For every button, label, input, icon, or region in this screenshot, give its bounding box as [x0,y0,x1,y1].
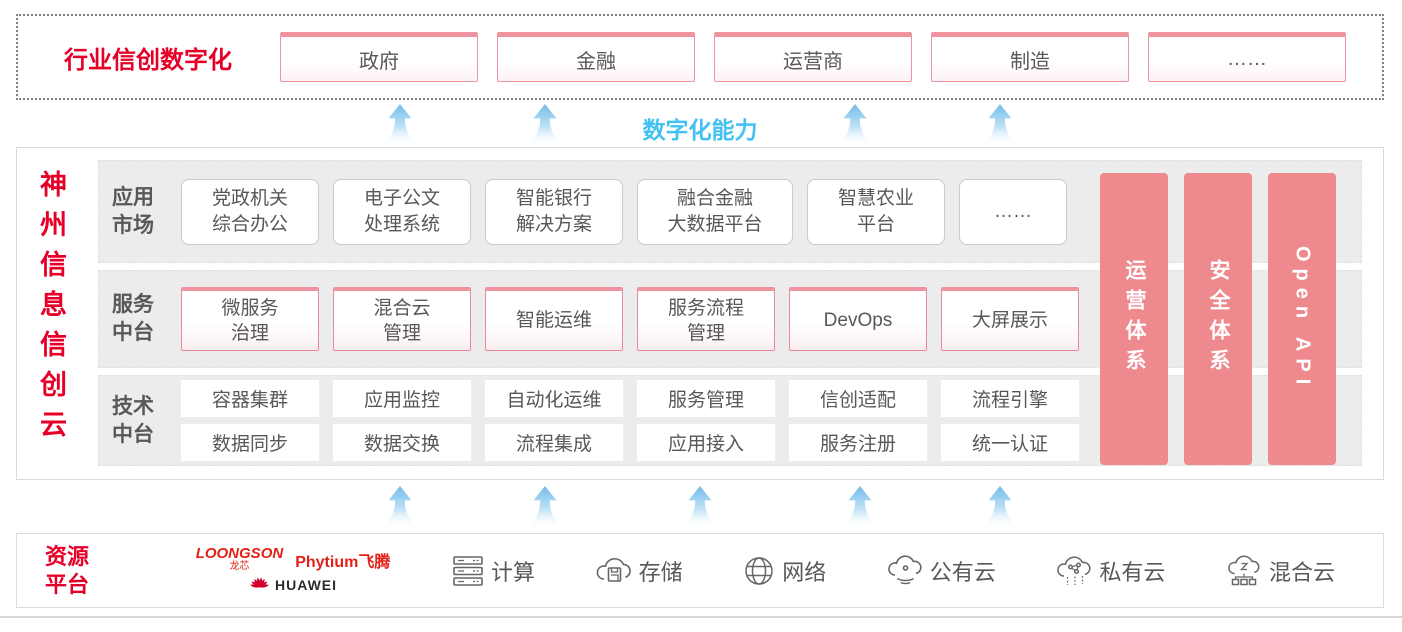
up-arrow-icon [981,104,1019,146]
service-platform-label: 服务 中台 [112,293,154,344]
private-cloud-icon [1057,555,1091,585]
tech-box: 流程引擎 [941,380,1079,417]
app-box: 党政机关 综合办公 [181,178,319,245]
resource-item-storage: 存储 [595,555,683,587]
app-box: 智能银行 解决方案 [485,178,623,245]
service-platform-row: 服务 中台 微服务 治理 混合云 管理 智能运维 服务流程 管理 DevOps … [98,270,1362,368]
vendor-logo-row: LOONGSON 龙芯 Phytium飞腾 [196,546,391,572]
service-platform-items: 微服务 治理 混合云 管理 智能运维 服务流程 管理 DevOps 大屏展示 [181,287,1079,351]
network-globe-icon [745,556,773,585]
tech-platform-label: 技术 中台 [112,394,154,446]
vendor-logos: LOONGSON 龙芯 Phytium飞腾 [187,546,399,596]
service-box: 服务流程 管理 [637,287,775,351]
platform-title: 神州信息信创云 [36,170,66,450]
service-box: 智能运维 [485,287,623,351]
resource-item-private-cloud: 私有云 [1055,555,1165,587]
resource-item-label: 计算 [491,559,536,585]
resource-item-compute: 计算 [451,555,535,587]
app-box: 融合金融 大数据平台 [637,178,793,245]
hybrid-cloud-icon [1228,555,1260,585]
tech-box: 信创适配 [789,380,927,417]
app-box: 智慧农业 平台 [807,178,945,245]
loongson-logo: LOONGSON 龙芯 [196,546,284,572]
up-arrow-icon [381,104,419,146]
resource-item-label: 网络 [782,559,827,585]
loongson-logo-cn: 龙芯 [229,560,250,572]
bottom-divider [0,616,1402,618]
storage-cloud-icon [596,557,631,582]
pillar-operations-system: 运营体系 [1100,173,1168,465]
tech-box: 应用接入 [637,424,775,461]
tech-box: 容器集群 [181,380,319,417]
resource-item-label: 混合云 [1268,559,1335,585]
resource-item-public-cloud: 公有云 [886,554,996,587]
industry-box-operator: 运营商 [714,32,912,82]
app-market-row: 应用 市场 党政机关 综合办公 电子公文 处理系统 智能银行 解决方案 融合金融… [98,160,1362,263]
up-arrow-icon [836,104,874,146]
huawei-logo-text: HUAWEI [275,577,338,593]
pillar-security-system: 安全体系 [1184,173,1252,465]
tech-box: 应用监控 [333,380,471,417]
resource-item-label: 公有云 [929,559,996,585]
resource-item-label: 存储 [638,559,683,585]
compute-server-icon [453,555,483,586]
phytium-logo: Phytium飞腾 [295,553,391,571]
tech-box: 数据同步 [181,424,319,461]
tech-box: 服务管理 [637,380,775,417]
service-box: 混合云 管理 [333,287,471,351]
tech-platform-row: 技术 中台 容器集群 应用监控 自动化运维 服务管理 信创适配 流程引擎 数据同… [98,375,1362,466]
tech-box: 统一认证 [941,424,1079,461]
pillar-open-api: Open API [1268,173,1336,465]
public-cloud-icon [887,554,922,584]
huawei-flower-icon [250,577,269,588]
industry-box-finance: 金融 [497,32,695,82]
tech-box: 数据交换 [333,424,471,461]
tech-platform-items: 容器集群 应用监控 自动化运维 服务管理 信创适配 流程引擎 数据同步 数据交换… [181,380,1079,461]
resource-item-network: 网络 [742,555,826,587]
industry-box-manufacturing: 制造 [931,32,1129,82]
tech-box: 自动化运维 [485,380,623,417]
industry-banner: 行业信创数字化 政府 金融 运营商 制造 …… [16,14,1384,100]
tech-box: 服务注册 [789,424,927,461]
industry-box-list: 政府 金融 运营商 制造 …… [280,32,1346,82]
resource-item-hybrid-cloud: 混合云 [1225,555,1335,587]
resource-item-label: 私有云 [1099,559,1166,585]
service-box: 大屏展示 [941,287,1079,351]
industry-box-more: …… [1148,32,1346,82]
service-box: 微服务 治理 [181,287,319,351]
up-arrow-icon [681,486,719,528]
up-arrow-icon [526,486,564,528]
app-market-label: 应用 市场 [112,185,154,237]
service-box: DevOps [789,287,927,351]
huawei-logo: HUAWEI [249,575,337,596]
up-arrow-icon [981,486,1019,528]
up-arrow-icon [841,486,879,528]
loongson-logo-text: LOONGSON [195,544,284,562]
resource-items: 计算 存储 网络 [451,554,1335,587]
capability-label: 数字化能力 [642,117,758,143]
tech-box: 流程集成 [485,424,623,461]
app-box-more: …… [959,178,1067,245]
industry-box-government: 政府 [280,32,478,82]
up-arrow-icon [381,486,419,528]
resource-panel: 资源 平台 LOONGSON 龙芯 Phytium飞腾 [16,533,1384,608]
resource-title: 资源 平台 [45,543,90,597]
up-arrow-icon [526,104,564,146]
tech-row-bottom: 数据同步 数据交换 流程集成 应用接入 服务注册 统一认证 [181,424,1079,461]
tech-row-top: 容器集群 应用监控 自动化运维 服务管理 信创适配 流程引擎 [181,380,1079,417]
app-market-items: 党政机关 综合办公 电子公文 处理系统 智能银行 解决方案 融合金融 大数据平台… [181,178,1067,245]
app-box: 电子公文 处理系统 [333,178,471,245]
banner-title: 行业信创数字化 [64,46,232,74]
